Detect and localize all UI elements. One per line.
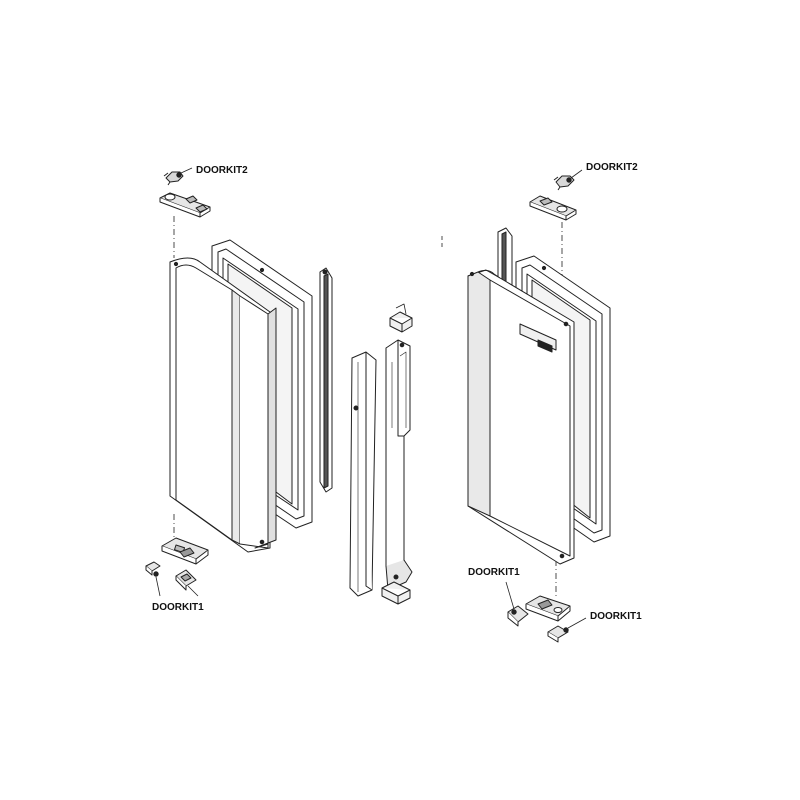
right-door-panel (467, 269, 575, 565)
right-top-kit-label: DOORKIT2 (586, 162, 638, 173)
left-bottom-hinge-plate (161, 537, 209, 565)
left-bottom-kit-label: DOORKIT1 (152, 602, 204, 613)
left-door-assembly (145, 167, 313, 597)
right-bottom-kit-label-a: DOORKIT1 (468, 567, 520, 578)
center-parts (319, 267, 413, 605)
right-bottom-hinge-plate (525, 595, 571, 622)
left-top-kit-label: DOORKIT2 (196, 165, 248, 176)
center-hinge-rail (385, 339, 413, 591)
left-bottom-hinge-cap (175, 569, 199, 597)
right-bottom-hinge-cap (505, 581, 529, 627)
center-top-cap (389, 303, 413, 333)
right-bottom-hinge-pin (547, 617, 587, 643)
center-seal-strip (319, 267, 333, 493)
right-door-assembly (441, 169, 611, 643)
center-handle-trim (349, 351, 377, 597)
right-bottom-kit-label-b: DOORKIT1 (590, 611, 642, 622)
left-bottom-hinge-pin (145, 561, 161, 597)
left-top-hinge-plate (159, 192, 211, 218)
left-top-hinge-clip (163, 167, 193, 186)
right-top-hinge-plate (529, 195, 577, 221)
right-top-hinge-clip (553, 169, 583, 191)
center-bottom-clip (381, 581, 411, 605)
left-door-panel (169, 257, 277, 553)
